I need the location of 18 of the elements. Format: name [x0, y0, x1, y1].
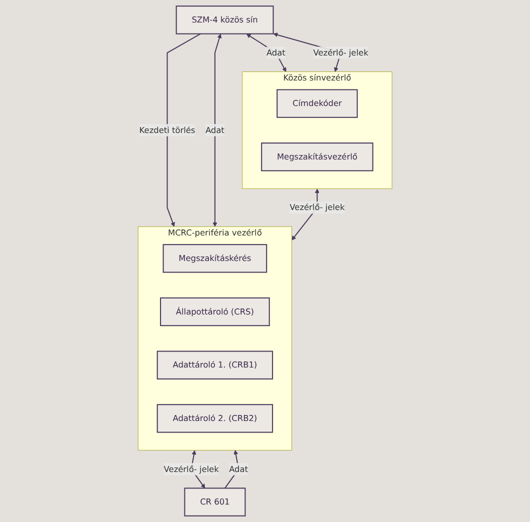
arrow	[212, 34, 222, 227]
node-box: Megszakításvezérlő	[261, 142, 374, 172]
node-box: Adattároló 1. (CRB1)	[156, 350, 273, 380]
node-box: Adattároló 2. (CRB2)	[156, 404, 273, 433]
edge-label: Vezérlő- jelek	[313, 48, 368, 58]
edge-label: Adat	[205, 125, 224, 135]
node-box: SZM-4 közös sín	[176, 6, 274, 34]
arrow	[166, 33, 201, 227]
node-box: Címdekóder	[276, 89, 358, 118]
node-box: Állapottároló (CRS)	[160, 297, 270, 326]
node-box: CR 601	[184, 488, 246, 516]
edge-label: Vezérlő- jelek	[164, 464, 219, 474]
node-box: Megszakításkérés	[162, 244, 268, 273]
edge-label: Vezérlő- jelek	[290, 202, 345, 212]
edge-label: Kezdeti törlés	[139, 125, 196, 135]
edge-label: Adat	[229, 464, 248, 474]
arrow	[246, 34, 286, 72]
edge-label: Adat	[266, 48, 286, 58]
